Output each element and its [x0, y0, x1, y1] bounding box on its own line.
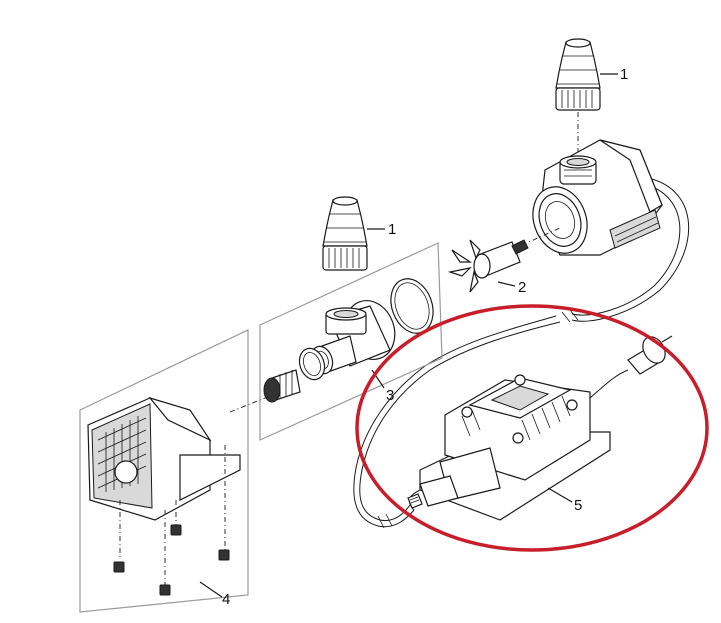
hose-connector-middle	[322, 196, 368, 271]
label-part4: 4	[222, 591, 230, 608]
pump-housing	[532, 139, 663, 256]
label-part5: 5	[574, 497, 582, 514]
impeller	[447, 227, 561, 293]
pump-head	[298, 300, 396, 381]
label-part3: 3	[386, 387, 394, 404]
label-part1-top: 1	[620, 66, 628, 83]
hose-connector-top	[555, 38, 601, 162]
nozzle-adapter	[229, 369, 301, 413]
label-part2: 2	[518, 279, 526, 296]
power-cable	[353, 177, 689, 529]
assembly-frame-3	[259, 242, 443, 441]
assembly-frame-4	[79, 329, 249, 613]
motor-block	[87, 396, 241, 596]
label-part1-middle: 1	[388, 221, 396, 238]
highlight-ellipse	[355, 304, 709, 552]
transformer	[407, 335, 673, 521]
